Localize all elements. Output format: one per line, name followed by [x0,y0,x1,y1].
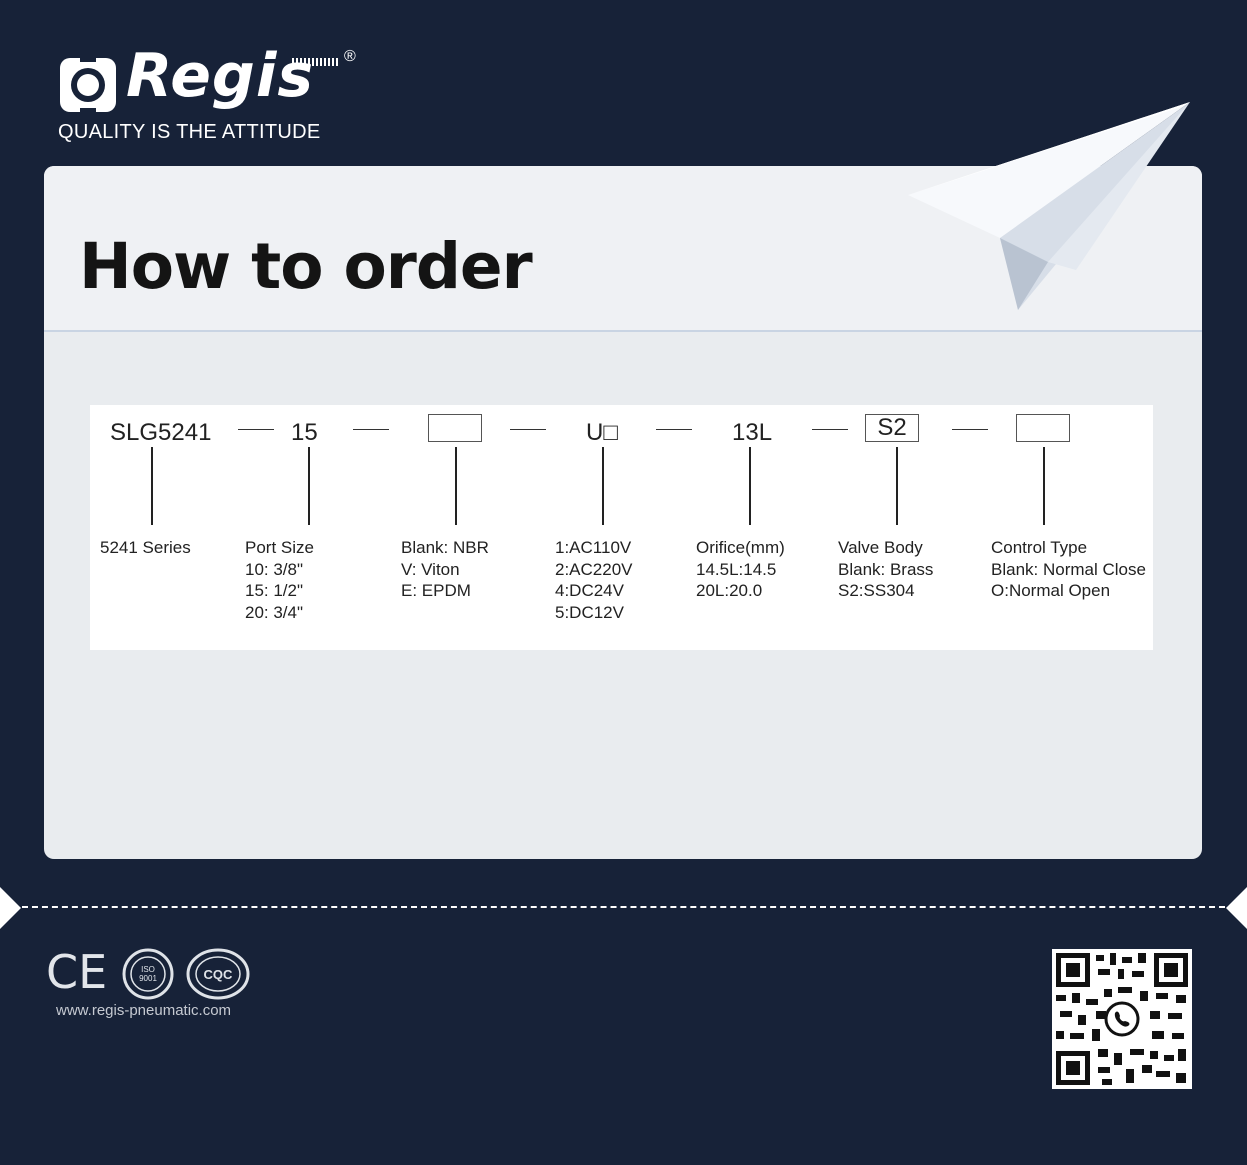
leader-line [749,447,751,525]
leader-line [308,447,310,525]
order-code-panel: SLG5241 15 U□ 13L S2 5241 Series Port Si… [90,405,1153,650]
ticket-notch-left [0,887,21,929]
code-port-size: 15 [291,419,318,446]
desc-control-type: Control Type Blank: Normal Close O:Norma… [991,537,1146,602]
desc-line: Orifice(mm) [696,538,785,557]
desc-line: 4:DC24V [555,581,624,600]
brand-stripes [292,58,338,66]
desc-line: S2:SS304 [838,581,915,600]
dashed-divider [22,906,1225,908]
desc-series: 5241 Series [100,537,191,559]
desc-line: V: Viton [401,559,460,579]
leader-line [455,447,457,525]
page-title: How to order [79,230,533,303]
desc-line: Blank: Normal Close [991,559,1146,579]
desc-line: 10: 3/8" [245,559,304,579]
brand-name: Regis [126,41,315,111]
code-orifice: 13L [732,419,773,446]
code-separator [353,429,389,430]
code-series: SLG5241 [110,419,212,446]
website-link[interactable]: www.regis-pneumatic.com [56,1002,232,1019]
desc-orifice: Orifice(mm) 14.5L:14.5 20L:20.0 [696,537,785,602]
paper-plane-icon [908,102,1190,310]
desc-port-size: Port Size 10: 3/8" 15: 1/2" 20: 3/4" [245,537,314,623]
desc-line: 20: 3/4" [245,602,304,622]
code-voltage: U□ [586,419,618,446]
desc-line: 5:DC12V [555,602,624,622]
iso-9001-seal-icon: ISO 9001 [122,948,174,1000]
code-control-type-box [1016,414,1070,442]
code-separator [952,429,988,430]
code-valve-body-box: S2 [865,414,919,442]
desc-line: Valve Body [838,538,923,557]
svg-text:CQC: CQC [204,967,234,982]
desc-line: 14.5L:14.5 [696,559,777,579]
leader-line [896,447,898,525]
leader-line [602,447,604,525]
desc-line: Port Size [245,538,314,557]
desc-valve-body: Valve Body Blank: Brass S2:SS304 [838,537,933,602]
desc-line: E: EPDM [401,581,471,600]
code-separator [510,429,546,430]
desc-voltage: 1:AC110V 2:AC220V 4:DC24V 5:DC12V [555,537,633,623]
desc-line: Blank: NBR [401,538,489,557]
desc-line: Blank: Brass [838,559,934,579]
desc-line: 15: 1/2" [245,581,304,600]
cqc-seal-icon: CQC [186,948,250,1000]
order-card: How to order SLG5241 15 U□ 13L S2 5241 S… [44,166,1202,859]
svg-text:9001: 9001 [139,974,157,983]
desc-line: O:Normal Open [991,581,1111,600]
desc-line: 1:AC110V [555,538,632,557]
code-separator [238,429,274,430]
desc-line: 2:AC220V [555,559,633,579]
desc-seal: Blank: NBR V: Viton E: EPDM [401,537,489,602]
brand-tagline: QUALITY IS THE ATTITUDE [58,121,321,143]
code-separator [656,429,692,430]
leader-line [1043,447,1045,525]
desc-line: Control Type [991,538,1088,557]
regis-logo-icon [60,56,116,114]
ce-mark-icon: CE [46,945,108,999]
whatsapp-icon [1104,1001,1140,1037]
svg-text:ISO: ISO [141,965,155,974]
leader-line [151,447,153,525]
desc-line: 5241 Series [100,538,191,557]
code-separator [812,429,848,430]
code-seal-box [428,414,482,442]
desc-line: 20L:20.0 [696,581,763,600]
registered-mark: ® [344,48,356,65]
ticket-notch-right [1226,887,1247,929]
qr-code[interactable] [1052,949,1192,1089]
